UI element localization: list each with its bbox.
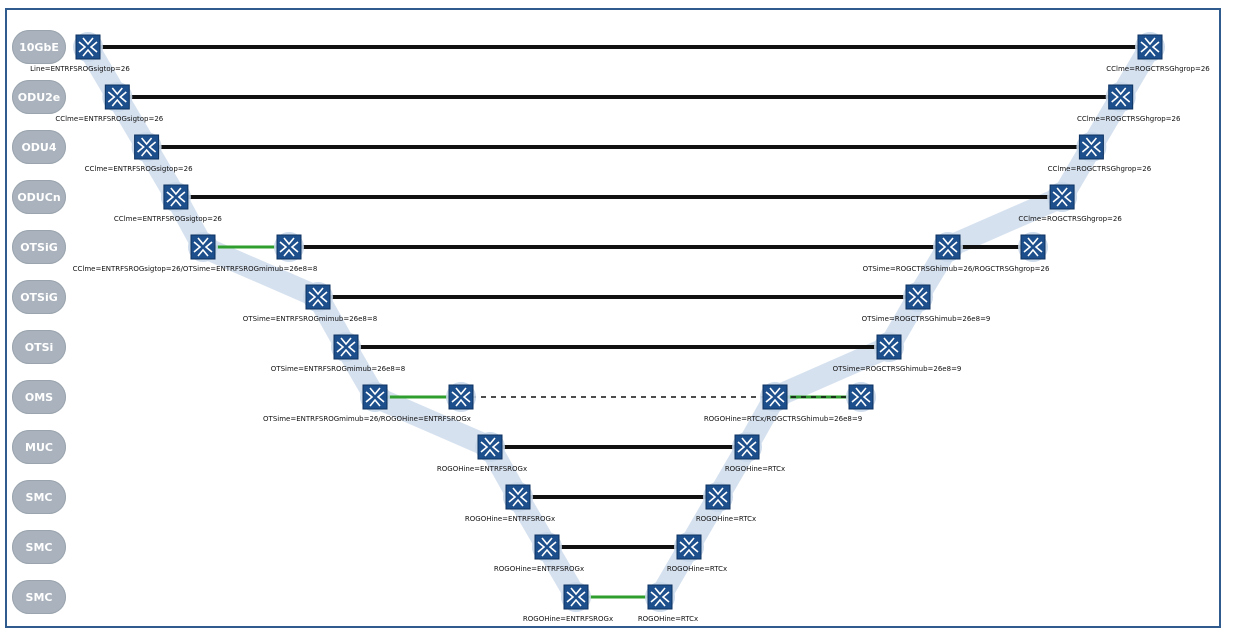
left-node-label: ROGOHine=ENTRFSROGx xyxy=(465,515,555,523)
cross-connect-arrows xyxy=(78,37,98,57)
cross-connect-arrows xyxy=(107,87,127,107)
left-node-label: ROGOHine=ENTRFSROGx xyxy=(494,565,584,573)
cross-connect-icon xyxy=(734,434,760,460)
cross-connect-icon xyxy=(477,434,503,460)
cross-connect-arrows xyxy=(938,237,958,257)
layer-pill: OTSiG xyxy=(12,230,66,264)
cross-connect-arrows xyxy=(1140,37,1160,57)
cross-connect-arrows xyxy=(451,387,471,407)
right-node-label: CClme=ROGCTRSGhgrop=26 xyxy=(1048,165,1152,173)
cross-connect-icon xyxy=(905,284,931,310)
cross-connect-arrows xyxy=(336,337,356,357)
cross-connect-icon xyxy=(362,384,388,410)
cross-connect-icon xyxy=(448,384,474,410)
left-node-label: CClme=ENTRFSROGsigtop=26 xyxy=(114,215,222,223)
layer-pill: SMC xyxy=(12,480,66,514)
right-node-label: CClme=ROGCTRSGhgrop=26 xyxy=(1106,65,1210,73)
layer-pill: MUC xyxy=(12,430,66,464)
cross-connect-icon xyxy=(935,234,961,260)
cross-connect-icon xyxy=(762,384,788,410)
cross-connect-icon xyxy=(333,334,359,360)
cross-connect-icon xyxy=(163,184,189,210)
cross-connect-icon xyxy=(1049,184,1075,210)
cross-connect-arrows xyxy=(879,337,899,357)
right-node-label: CClme=ROGCTRSGhgrop=26 xyxy=(1018,215,1122,223)
cross-connect-arrows xyxy=(1052,187,1072,207)
cross-connect-icon xyxy=(190,234,216,260)
cross-connect-arrows xyxy=(193,237,213,257)
cross-connect-icon xyxy=(647,584,673,610)
right-node-label: ROGOHine=RTCx xyxy=(667,565,727,573)
layer-pill: OTSiG xyxy=(12,280,66,314)
right-node-label: CClme=ROGCTRSGhgrop=26 xyxy=(1077,115,1181,123)
cross-connect-arrows xyxy=(1023,237,1043,257)
cross-connect-icon xyxy=(1137,34,1163,60)
left-node-label: CClme=ENTRFSROGsigtop=26/OTSime=ENTRFSRO… xyxy=(73,265,318,273)
cross-connect-arrows xyxy=(1081,137,1101,157)
left-node-label: Line=ENTRFSROGsigtop=26 xyxy=(30,65,130,73)
cross-connect-arrows xyxy=(851,387,871,407)
right-node-label: OTSime=ROGCTRSGhimub=26/ROGCTRSGhgrop=26 xyxy=(863,265,1050,273)
halo-band xyxy=(364,386,501,458)
right-node-label: ROGOHine=RTCx xyxy=(696,515,756,523)
halo-band xyxy=(764,336,900,408)
cross-connect-arrows xyxy=(908,287,928,307)
cross-connect-arrows xyxy=(650,587,670,607)
cross-connect-icon xyxy=(505,484,531,510)
cross-connect-icon xyxy=(134,134,160,160)
cross-connect-icon xyxy=(1108,84,1134,110)
layer-pill: ODUCn xyxy=(12,180,66,214)
left-node-label: ROGOHine=ENTRFSROGx xyxy=(437,465,527,473)
diagram-frame xyxy=(5,8,1221,628)
cross-connect-icon xyxy=(705,484,731,510)
cross-connect-icon xyxy=(75,34,101,60)
right-node-label: ROGOHine=RTCx xyxy=(725,465,785,473)
cross-connect-icon xyxy=(534,534,560,560)
right-node-label: ROGOHine=RTCx xyxy=(638,615,698,623)
cross-connect-icon xyxy=(276,234,302,260)
layer-pill: 10GbE xyxy=(12,30,66,64)
halo-band xyxy=(192,236,329,308)
cross-connect-arrows xyxy=(537,537,557,557)
cross-connect-icon xyxy=(1020,234,1046,260)
layer-pill: ODU4 xyxy=(12,130,66,164)
layer-pill: OMS xyxy=(12,380,66,414)
left-node-label: OTSime=ENTRFSROGmimub=26e8=8 xyxy=(271,365,405,373)
cross-connect-arrows xyxy=(308,287,328,307)
left-node-label: CClme=ENTRFSROGsigtop=26 xyxy=(55,115,163,123)
cross-connect-arrows xyxy=(508,487,528,507)
cross-connect-arrows xyxy=(737,437,757,457)
cross-connect-icon xyxy=(104,84,130,110)
cross-connect-icon xyxy=(563,584,589,610)
left-node-label: ROGOHine=ENTRFSROGx xyxy=(523,615,613,623)
cross-connect-icon xyxy=(305,284,331,310)
layer-pill: OTSi xyxy=(12,330,66,364)
cross-connect-arrows xyxy=(708,487,728,507)
layer-pill: SMC xyxy=(12,530,66,564)
cross-connect-arrows xyxy=(679,537,699,557)
left-node-label: OTSime=ENTRFSROGmimub=26e8=8 xyxy=(243,315,377,323)
right-node-label: OTSime=ROGCTRSGhimub=26e8=9 xyxy=(862,315,991,323)
cross-connect-arrows xyxy=(166,187,186,207)
right-node-label: ROGOHine=RTCx/ROGCTRSGhimub=26e8=9 xyxy=(704,415,862,423)
layer-pill: ODU2e xyxy=(12,80,66,114)
right-node-label: OTSime=ROGCTRSGhimub=26e8=9 xyxy=(833,365,962,373)
cross-connect-arrows xyxy=(137,137,157,157)
cross-connect-arrows xyxy=(1111,87,1131,107)
cross-connect-arrows xyxy=(480,437,500,457)
left-node-label: CClme=ENTRFSROGsigtop=26 xyxy=(85,165,193,173)
halo-band xyxy=(937,186,1074,258)
cross-connect-icon xyxy=(1078,134,1104,160)
cross-connect-icon xyxy=(876,334,902,360)
cross-connect-arrows xyxy=(279,237,299,257)
cross-connect-arrows xyxy=(566,587,586,607)
layer-pill: SMC xyxy=(12,580,66,614)
cross-connect-arrows xyxy=(365,387,385,407)
left-node-label: OTSime=ENTRFSROGmimub=26/ROGOHine=ENTRFS… xyxy=(263,415,471,423)
cross-connect-arrows xyxy=(765,387,785,407)
cross-connect-icon xyxy=(848,384,874,410)
cross-connect-icon xyxy=(676,534,702,560)
